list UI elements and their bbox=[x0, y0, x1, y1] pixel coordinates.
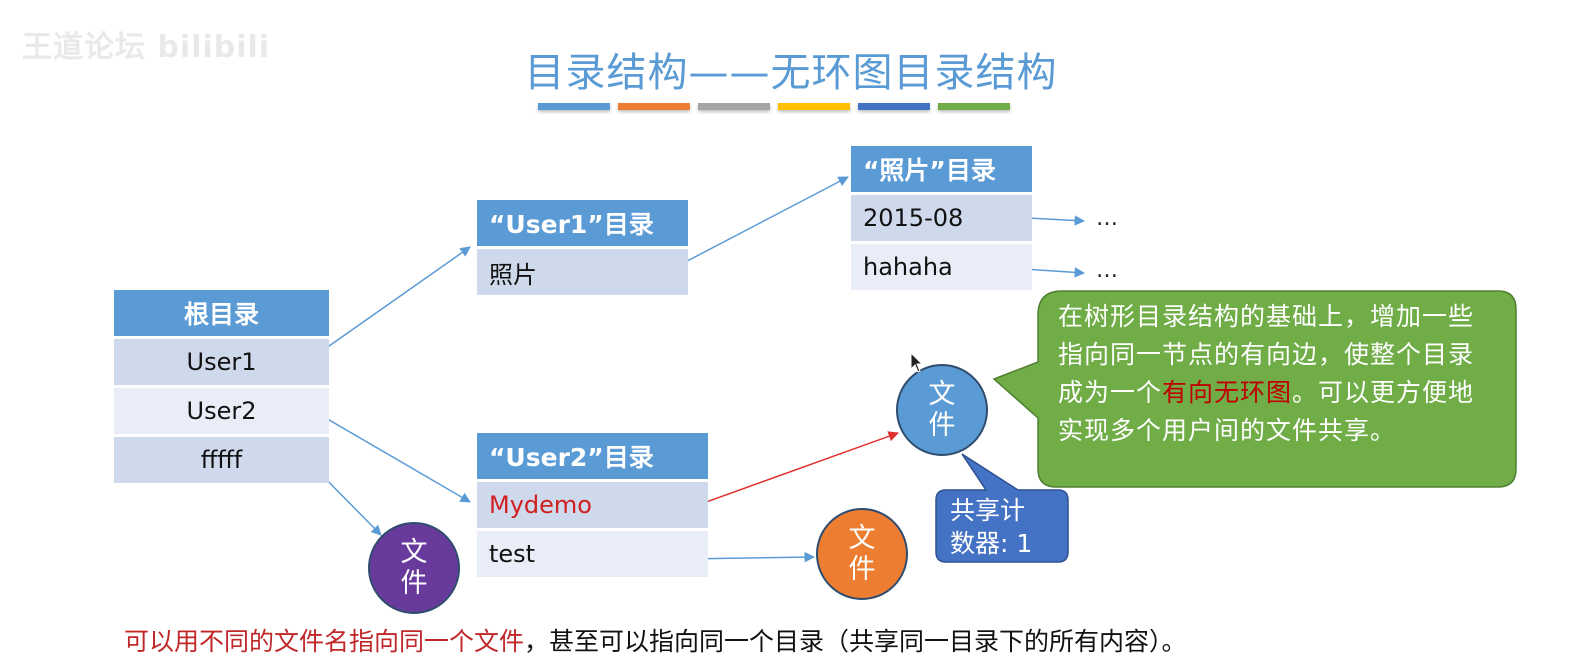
orange-file-line1: 文 bbox=[848, 523, 876, 554]
purple-file-node[interactable]: 文 件 bbox=[368, 522, 460, 614]
user2-entry-test[interactable]: test bbox=[477, 531, 708, 577]
callout-shape bbox=[992, 290, 1517, 488]
bottom-note-red: 可以用不同的文件名指向同一个文件 bbox=[124, 627, 525, 656]
arrow-user1-to-user1-dir bbox=[311, 246, 471, 359]
photo-entry-hahaha[interactable]: hahaha bbox=[851, 244, 1032, 290]
bottom-note-black: ，甚至可以指向同一个目录（共享同一目录下的所有内容）。 bbox=[524, 627, 1187, 656]
callout-text-after: 。可以更方便地实现多个用户间的文件共享。 bbox=[1058, 378, 1475, 445]
bottom-note: 可以用不同的文件名指向同一个文件，甚至可以指向同一个目录（共享同一目录下的所有内… bbox=[124, 622, 1187, 658]
callout-text-before: 在树形目录结构的基础上，增加一些指向同一节点的有向边，使整个目录成为一个 bbox=[1058, 302, 1475, 407]
share-counter-line2: 数器: 1 bbox=[950, 529, 1033, 558]
title-bar-2 bbox=[618, 103, 690, 110]
arrow-photo-to-photo-dir bbox=[669, 176, 849, 271]
callout-text: 在树形目录结构的基础上，增加一些指向同一节点的有向边，使整个目录成为一个有向无环… bbox=[1058, 298, 1488, 450]
photo-dir-table: “照片”目录 2015-08 hahaha bbox=[851, 146, 1032, 290]
ellipsis-2: … bbox=[1096, 258, 1118, 283]
root-entry-fffff[interactable]: fffff bbox=[114, 437, 329, 483]
shared-file-node[interactable]: 文 件 bbox=[896, 364, 988, 456]
arrow-user2-to-user2-dir bbox=[311, 409, 471, 503]
photo-dir-header: “照片”目录 bbox=[851, 146, 1032, 192]
title-bar-5 bbox=[858, 103, 930, 110]
user1-entry-photo[interactable]: 照片 bbox=[477, 249, 688, 295]
share-counter: 共享计 数器: 1 bbox=[950, 494, 1060, 560]
title-color-bars bbox=[538, 103, 1010, 111]
watermark: 王道论坛 bilibili bbox=[22, 30, 271, 65]
counter-shape bbox=[935, 453, 1069, 563]
user2-entry-mydemo[interactable]: Mydemo bbox=[477, 482, 708, 528]
user2-dir-table: “User2”目录 Mydemo test bbox=[477, 433, 708, 577]
purple-file-line2: 件 bbox=[400, 568, 428, 599]
user1-dir-header: “User1”目录 bbox=[477, 200, 688, 246]
ellipsis-1: … bbox=[1096, 206, 1118, 231]
root-entry-user1[interactable]: User1 bbox=[114, 339, 329, 385]
orange-file-line2: 件 bbox=[848, 554, 876, 585]
slide-title: 目录结构——无环图目录结构 bbox=[524, 50, 1058, 96]
title-bar-6 bbox=[938, 103, 1010, 110]
user1-dir-table: “User1”目录 照片 bbox=[477, 200, 688, 295]
arrow-mydemo-to-shared-file bbox=[683, 431, 899, 511]
callout-highlight: 有向无环图 bbox=[1162, 378, 1293, 407]
purple-file-line1: 文 bbox=[400, 537, 428, 568]
root-entry-user2[interactable]: User2 bbox=[114, 388, 329, 434]
title-bar-4 bbox=[778, 103, 850, 110]
orange-file-node[interactable]: 文 件 bbox=[816, 508, 908, 600]
root-dir-header: 根目录 bbox=[114, 290, 329, 336]
share-counter-line1: 共享计 bbox=[950, 496, 1026, 525]
title-bar-1 bbox=[538, 103, 610, 110]
title-bar-3 bbox=[698, 103, 770, 110]
photo-entry-2015-08[interactable]: 2015-08 bbox=[851, 195, 1032, 241]
user2-dir-header: “User2”目录 bbox=[477, 433, 708, 479]
shared-file-line2: 件 bbox=[928, 410, 956, 441]
shared-file-line1: 文 bbox=[928, 379, 956, 410]
root-dir-table: 根目录 User1 User2 fffff bbox=[114, 290, 329, 483]
cursor-icon bbox=[910, 352, 924, 373]
